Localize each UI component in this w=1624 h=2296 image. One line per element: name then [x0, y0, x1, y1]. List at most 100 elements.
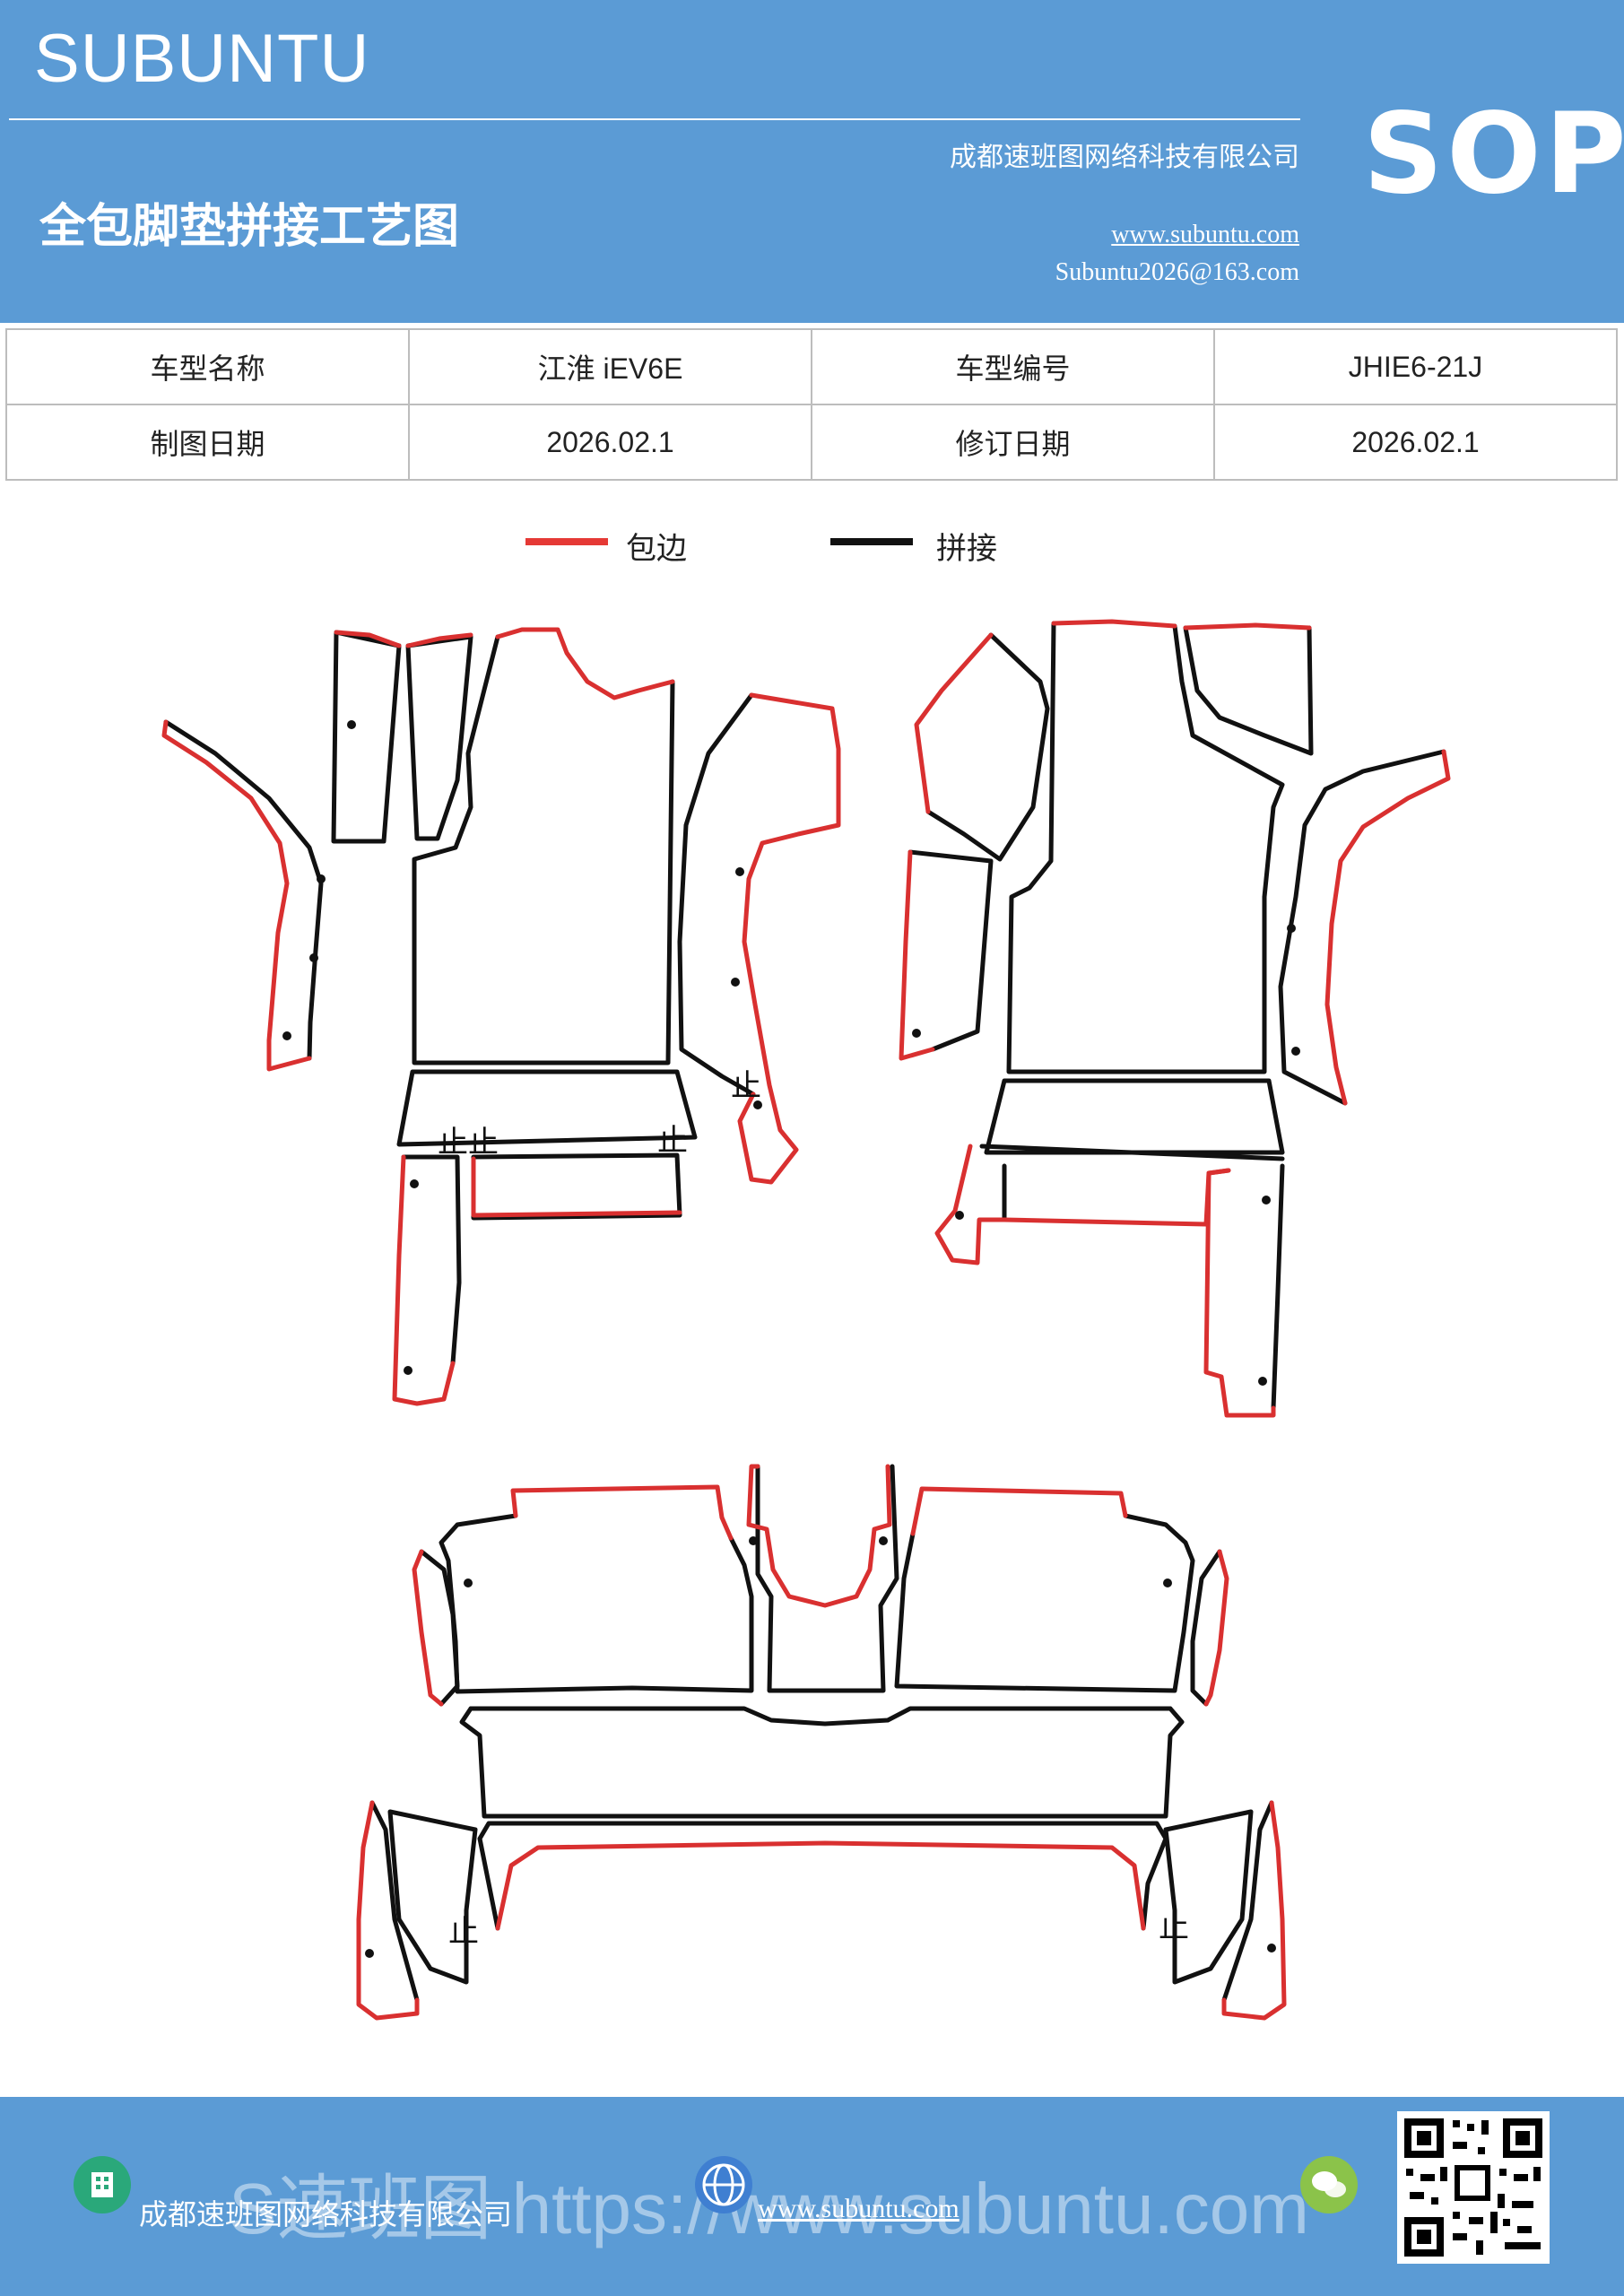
qr-code: [1397, 2111, 1550, 2264]
fixing-point: [464, 1578, 473, 1587]
rear-left-corner-piece: [387, 1809, 478, 1985]
fixing-point: [749, 1536, 758, 1545]
header-banner: SUBUNTU 全包脚垫拼接工艺图 成都速班图网络科技有限公司 www.subu…: [0, 0, 1624, 323]
table-cell: 2026.02.1: [1213, 404, 1618, 481]
building-icon: [74, 2156, 131, 2213]
legend-swatch-edge: [525, 538, 608, 545]
front-right-sill-strip-edge: [1203, 1168, 1276, 1418]
fixing-point: [1291, 1047, 1300, 1056]
rear-long-panel: [477, 1821, 1168, 1931]
table-cell: JHIE6-21J: [1213, 328, 1618, 405]
front-left-heel-strip-edge: [471, 1156, 682, 1218]
front-left-side-strip-edge: [161, 719, 312, 1072]
front-left-door-strip-edge: [737, 692, 841, 1185]
rear-center-mat-edge: [746, 1464, 892, 1608]
table-cell: 2026.02.1: [408, 404, 812, 481]
rear-right-side-piece: [1190, 1549, 1222, 1707]
fixing-point: [879, 1536, 888, 1545]
front-left-main-mat-edge: [495, 627, 675, 700]
rear-left-side-piece-edge: [412, 1549, 444, 1707]
stop-marker: 止: [1159, 1909, 1189, 1945]
stop-marker: 止: [657, 1123, 688, 1159]
footer-company: 成都速班图网络科技有限公司: [139, 2197, 513, 2231]
footer-website-link[interactable]: www.subuntu.com: [758, 2194, 960, 2223]
table-row: 制图日期 2026.02.1 修订日期 2026.02.1: [5, 404, 1618, 481]
rear-center-mat: [755, 1464, 899, 1693]
fixing-point: [282, 1031, 291, 1040]
stop-markers: 止 止 止 止 止 止: [438, 1068, 1189, 1950]
fixing-point: [731, 978, 740, 987]
rear-middle-panel: [459, 1706, 1185, 1819]
front-right-door-strip-edge: [1324, 749, 1451, 1106]
website-link[interactable]: www.subuntu.com: [1111, 221, 1299, 248]
front-left-sill-strip: [401, 1154, 462, 1366]
fixing-point: [1258, 1377, 1267, 1386]
fixing-point: [1262, 1196, 1271, 1205]
fixing-point: [347, 720, 356, 729]
table-cell: 江淮 iEV6E: [408, 328, 812, 405]
legend-label-seam: 拼接: [936, 531, 997, 567]
company-name: 成都速班图网络科技有限公司: [950, 142, 1299, 173]
fixing-point: [735, 867, 744, 876]
front-right-side-piece-edge: [899, 849, 935, 1061]
sop-badge: SOP: [1363, 90, 1624, 219]
front-left-lower-panel: [396, 1069, 698, 1147]
front-left-pillar-strip-2: [405, 634, 473, 841]
fixing-point: [753, 1100, 762, 1109]
fixing-point: [365, 1949, 374, 1958]
fixing-points: [282, 720, 1300, 1958]
front-right-pedal-piece-edge: [1183, 622, 1312, 631]
table-cell: 车型名称: [5, 328, 410, 405]
front-right-upper-left-piece: [925, 632, 1050, 862]
stop-marker: 止: [731, 1068, 761, 1104]
globe-icon: [695, 2156, 752, 2213]
rear-right-mat-edge: [910, 1486, 1128, 1536]
rear-left-corner-outer-edge: [356, 1800, 420, 2021]
rear-center-seam: [468, 1706, 1173, 1726]
front-right-door-strip: [1278, 749, 1446, 1106]
legend-label-edge: 包边: [626, 531, 687, 567]
fixing-point: [955, 1211, 964, 1220]
fixing-point: [1287, 924, 1296, 933]
rear-right-corner-outer: [1221, 1800, 1274, 2003]
front-right-lower-panel: [984, 1078, 1285, 1155]
footer-banner: S速班图 https://www.subuntu.com 成都速班图网络科技有限…: [0, 2097, 1624, 2296]
front-left-main-mat: [412, 634, 675, 1065]
front-right-sill-strip: [1271, 1163, 1285, 1411]
legend-swatch-seam: [830, 538, 913, 545]
front-left-door-strip: [677, 692, 756, 1097]
front-left-side-strip: [163, 719, 324, 1061]
fixing-point: [1267, 1944, 1276, 1952]
fixing-point: [309, 953, 318, 962]
fixing-point: [317, 874, 326, 883]
front-left-pillar-strip-1: [331, 630, 402, 844]
table-row: 车型名称 江淮 iEV6E 车型编号 JHIE6-21J: [5, 328, 1618, 405]
front-left-heel-strip: [471, 1152, 682, 1221]
footer-watermark: S速班图 https://www.subuntu.com: [229, 2169, 1309, 2248]
fixing-point: [912, 1029, 921, 1038]
legend: 包边 拼接: [0, 520, 1624, 574]
rear-left-mat: [439, 1513, 754, 1694]
document-title: 全包脚垫拼接工艺图: [39, 200, 460, 254]
rear-left-corner-outer: [369, 1800, 420, 2003]
rear-right-side-piece-edge: [1203, 1549, 1229, 1707]
rear-left-mat-edge: [510, 1484, 734, 1541]
rear-right-corner-piece: [1163, 1809, 1254, 1985]
stop-marker: 止: [438, 1125, 468, 1161]
front-left-sill-strip-edge: [392, 1154, 456, 1406]
front-right-main-mat: [1006, 621, 1285, 1074]
rear-mats: [356, 1464, 1287, 2021]
table-cell: 修订日期: [811, 404, 1215, 481]
header-divider: [9, 118, 1300, 120]
front-right-heel-strip-edge: [934, 1144, 1231, 1265]
table-cell: 制图日期: [5, 404, 410, 481]
rear-right-mat: [894, 1513, 1195, 1693]
fixing-point: [1163, 1578, 1172, 1587]
rear-left-side-piece: [419, 1549, 460, 1707]
front-right-heel-strip: [979, 1144, 1285, 1222]
email-address: Subuntu2026@163.com: [1055, 258, 1299, 286]
fixing-point: [410, 1179, 419, 1188]
stop-marker: 止: [448, 1914, 479, 1950]
front-left-pillar-strip-1-edge: [334, 630, 402, 648]
